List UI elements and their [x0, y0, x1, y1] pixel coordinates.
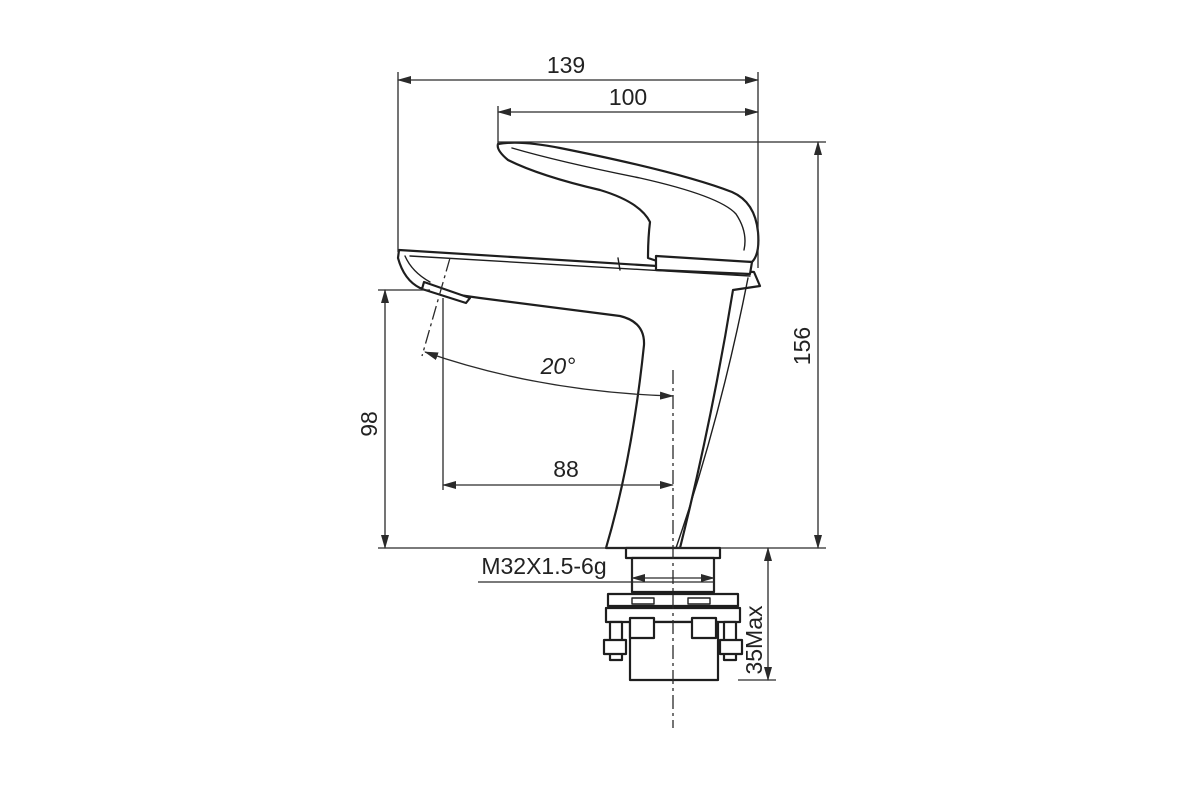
lever-inner-contour [511, 147, 746, 251]
label-spout-angle: 20° [540, 353, 576, 379]
dim-arc-20deg [424, 351, 674, 400]
inner-block-right [690, 616, 718, 640]
stud-nut-left [602, 638, 628, 656]
lever-handle [496, 141, 760, 276]
label-thread-spec: M32X1.5-6g [481, 553, 606, 579]
label-spout-height: 98 [356, 411, 382, 437]
lever-base-cap [654, 254, 754, 276]
inner-block-left [628, 616, 656, 640]
faucet-column-outline [396, 248, 762, 550]
faucet-body [396, 248, 762, 550]
stud-nut-right [718, 638, 744, 656]
plate-slot-right [687, 597, 711, 605]
label-overall-width: 139 [547, 52, 585, 78]
dimension-lines [381, 76, 822, 681]
dimension-labels: 139 100 156 98 88 20° M32X1.5-6g 35Max [356, 52, 815, 675]
label-outlet-to-axis: 88 [553, 456, 579, 482]
lever-tick [617, 257, 621, 271]
label-deck-thickness: 35Max [741, 605, 767, 675]
spout-lip-line [404, 255, 431, 283]
spout-angle-axis [421, 257, 451, 357]
plate-slot-left [631, 597, 655, 605]
column-seam-line [675, 277, 749, 549]
label-overall-height: 156 [789, 327, 815, 365]
label-spout-reach: 100 [609, 84, 647, 110]
aerator-outlet [420, 280, 472, 305]
reference-lines [378, 72, 826, 728]
